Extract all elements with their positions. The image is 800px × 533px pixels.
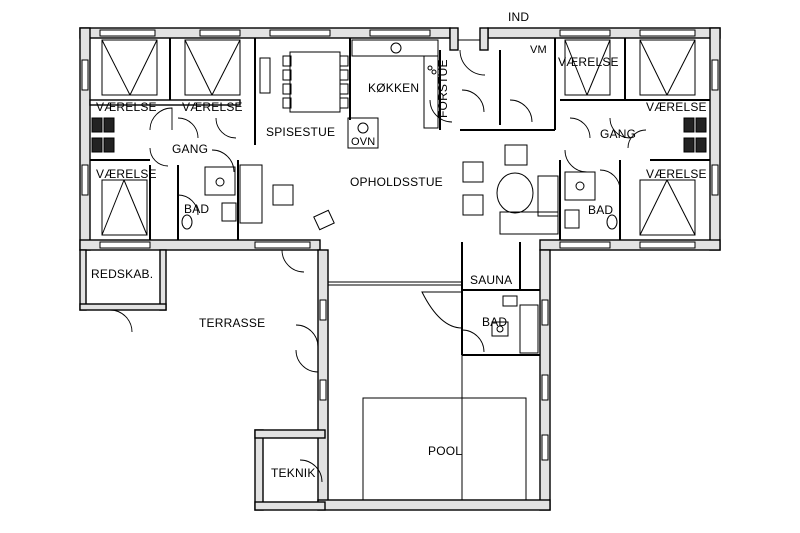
label-vaerelse-top-middle: VÆRELSE xyxy=(182,100,243,114)
pool-basin xyxy=(362,397,527,501)
label-bad-left: BAD xyxy=(184,202,210,216)
label-koekken: KØKKEN xyxy=(368,81,420,95)
label-forstue: FORSTUE xyxy=(436,59,450,118)
label-vaerelse-bottom-left: VÆRELSE xyxy=(96,167,157,181)
windows xyxy=(81,29,719,461)
label-ovn: OVN xyxy=(351,136,376,148)
bath-fixtures xyxy=(181,166,618,354)
label-vaerelse-top-right-2: VÆRELSE xyxy=(646,100,707,114)
label-gang-left: GANG xyxy=(172,142,209,156)
closets xyxy=(91,117,707,153)
label-vaerelse-top-left: VÆRELSE xyxy=(96,100,157,114)
interior-walls xyxy=(89,38,710,501)
exterior-walls xyxy=(79,27,721,511)
living-furniture xyxy=(239,144,559,235)
label-opholdsstue: OPHOLDSSTUE xyxy=(350,175,443,189)
label-vaerelse-bottom-right: VÆRELSE xyxy=(646,167,707,181)
label-teknik: TEKNIK xyxy=(271,466,316,480)
label-redskab: REDSKAB. xyxy=(91,267,154,281)
label-gang-right: GANG xyxy=(600,127,637,141)
label-terrasse: TERRASSE xyxy=(199,316,266,330)
label-spisestue: SPISESTUE xyxy=(266,125,336,139)
dining-table xyxy=(259,51,349,113)
label-vaerelse-top-right-1: VÆRELSE xyxy=(558,55,619,69)
label-ind: IND xyxy=(508,10,530,24)
label-bad-right: BAD xyxy=(588,203,614,217)
doors xyxy=(109,49,647,483)
beds xyxy=(101,39,696,236)
label-sauna: SAUNA xyxy=(470,273,513,287)
kitchen-fixtures xyxy=(347,39,439,149)
label-vm: VM xyxy=(530,44,547,56)
label-bad-sauna: BAD xyxy=(482,315,508,329)
label-pool: POOL xyxy=(428,444,463,458)
